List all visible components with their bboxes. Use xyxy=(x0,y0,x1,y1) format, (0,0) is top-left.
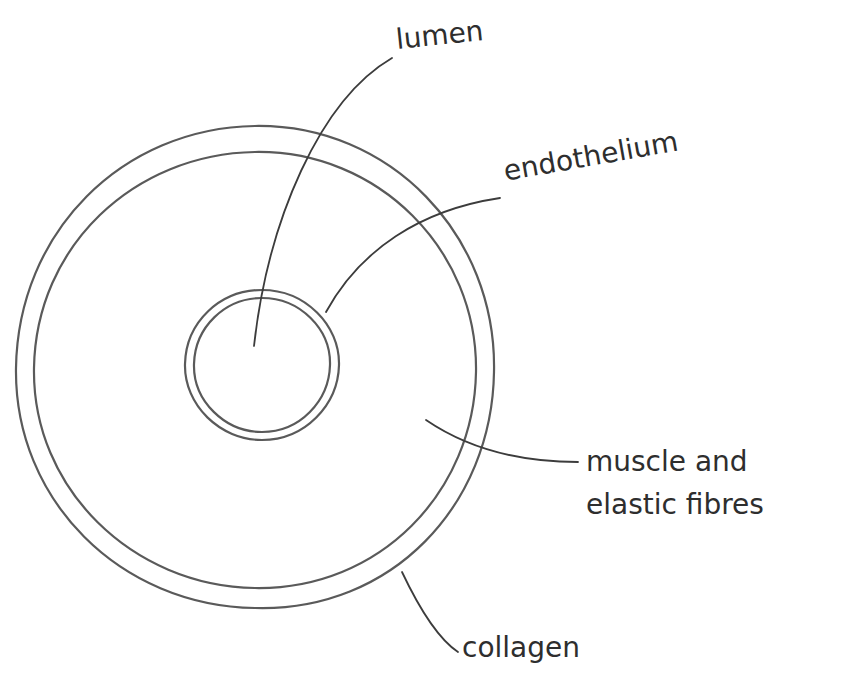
collagen-boundary xyxy=(34,152,476,588)
leader-line xyxy=(326,198,500,312)
part-label: endothelium xyxy=(500,120,681,193)
part-label: lumen xyxy=(394,9,486,61)
leader-line xyxy=(426,420,578,462)
leader-line xyxy=(402,572,458,652)
endothelium-outer xyxy=(185,290,339,440)
part-label: collagen xyxy=(462,626,580,669)
part-label: muscle and elastic fibres xyxy=(586,440,836,527)
leader-line xyxy=(254,58,392,346)
outer-wall xyxy=(16,126,494,608)
endothelium-inner xyxy=(194,298,330,432)
